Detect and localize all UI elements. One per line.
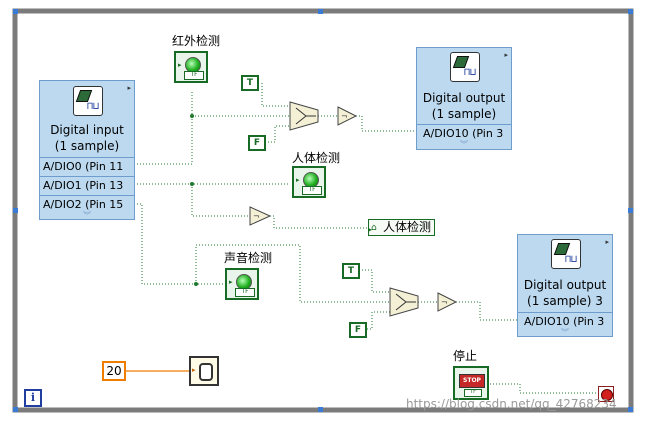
local-variable-label: 人体检测 bbox=[383, 220, 432, 234]
terminal-dio1[interactable]: A/DIO1 (Pin 13 bbox=[40, 176, 134, 194]
iteration-terminal[interactable]: i bbox=[24, 389, 42, 407]
vi-title: Digital output bbox=[523, 278, 607, 292]
vi-subtitle: (1 sample) 3 bbox=[527, 294, 603, 308]
home-icon: ⌂ bbox=[371, 223, 377, 233]
expand-arrow-icon: ▸ bbox=[127, 84, 131, 92]
watch-icon bbox=[199, 363, 213, 381]
input-arrow-icon: ▸ bbox=[178, 61, 182, 69]
svg-text:¬: ¬ bbox=[341, 112, 348, 121]
digital-output-vi-3[interactable]: ▸ ⊓⊔ Digital output (1 sample) 3 A/DIO10… bbox=[517, 234, 613, 337]
stop-face: STOP bbox=[459, 374, 485, 388]
tf-badge: TF bbox=[464, 389, 482, 397]
human-local-variable[interactable]: ▸ ⌂ 人体检测 bbox=[368, 219, 436, 236]
terminal-dio10[interactable]: A/DIO10 (Pin 3 bbox=[518, 312, 612, 330]
terminal-dio0[interactable]: A/DIO0 (Pin 11 bbox=[40, 157, 134, 175]
watermark: https://blog.csdn.net/qq_42768234 bbox=[406, 397, 617, 411]
input-arrow-icon: ▸ bbox=[296, 176, 300, 184]
chevron-down-icon[interactable]: ︾ bbox=[561, 328, 569, 337]
svg-text:¬: ¬ bbox=[441, 298, 448, 307]
chevron-down-icon[interactable]: ︾ bbox=[460, 140, 468, 149]
expand-arrow-icon: ▸ bbox=[605, 238, 609, 246]
sound-indicator[interactable]: ▸ TF bbox=[225, 268, 259, 300]
false-constant[interactable]: F bbox=[248, 135, 266, 151]
wait-ms-constant[interactable]: 20 bbox=[102, 361, 126, 381]
daq-input-icon: ⊓⊔ bbox=[73, 86, 103, 116]
daq-output-icon: ⊓⊔ bbox=[450, 52, 480, 82]
terminal-dio10[interactable]: A/DIO10 (Pin 3 bbox=[417, 124, 511, 142]
tf-badge: TF bbox=[184, 71, 204, 80]
not-function-1 bbox=[337, 106, 358, 126]
digital-output-vi[interactable]: ▸ ⊓⊔ Digital output (1 sample) A/DIO10 (… bbox=[416, 47, 512, 150]
daq-output-icon: ⊓⊔ bbox=[551, 239, 581, 269]
true-constant-2[interactable]: T bbox=[342, 263, 360, 279]
input-arrow-icon: ▸ bbox=[229, 278, 233, 286]
loop-condition-terminal[interactable] bbox=[598, 386, 614, 402]
sound-indicator-label: 声音检测 bbox=[224, 251, 273, 265]
vi-title: Digital output bbox=[422, 91, 506, 105]
stop-if-true-icon bbox=[601, 389, 613, 401]
true-constant[interactable]: T bbox=[241, 75, 259, 91]
vi-subtitle: (1 sample) bbox=[431, 107, 497, 121]
not-function-3 bbox=[437, 292, 458, 312]
vi-subtitle: (1 sample) bbox=[54, 139, 120, 153]
input-arrow-icon: ▸ bbox=[192, 366, 196, 374]
terminal-dio2[interactable]: A/DIO2 (Pin 15 bbox=[40, 195, 134, 213]
not-function-2 bbox=[249, 206, 272, 226]
vi-title: Digital input bbox=[50, 123, 124, 137]
human-indicator-label: 人体检测 bbox=[292, 151, 341, 165]
tf-badge: TF bbox=[302, 186, 322, 195]
digital-input-vi[interactable]: ▸ ⊓⊔ Digital input (1 sample) A/DIO0 (Pi… bbox=[39, 80, 135, 220]
human-indicator[interactable]: ▸ TF bbox=[292, 166, 326, 198]
infrared-indicator[interactable]: ▸ TF bbox=[174, 51, 208, 83]
stop-button-control[interactable]: STOP TF bbox=[453, 366, 489, 400]
chevron-down-icon[interactable]: ︾ bbox=[83, 211, 91, 220]
infrared-indicator-label: 红外检测 bbox=[172, 34, 221, 48]
expand-arrow-icon: ▸ bbox=[504, 51, 508, 59]
tf-badge: TF bbox=[235, 288, 255, 297]
wait-ms-function[interactable]: ▸ bbox=[189, 356, 219, 386]
svg-text:¬: ¬ bbox=[253, 212, 260, 221]
stop-control-label: 停止 bbox=[453, 349, 478, 363]
false-constant-2[interactable]: F bbox=[349, 322, 367, 338]
input-arrow-icon: ▸ bbox=[368, 225, 373, 234]
